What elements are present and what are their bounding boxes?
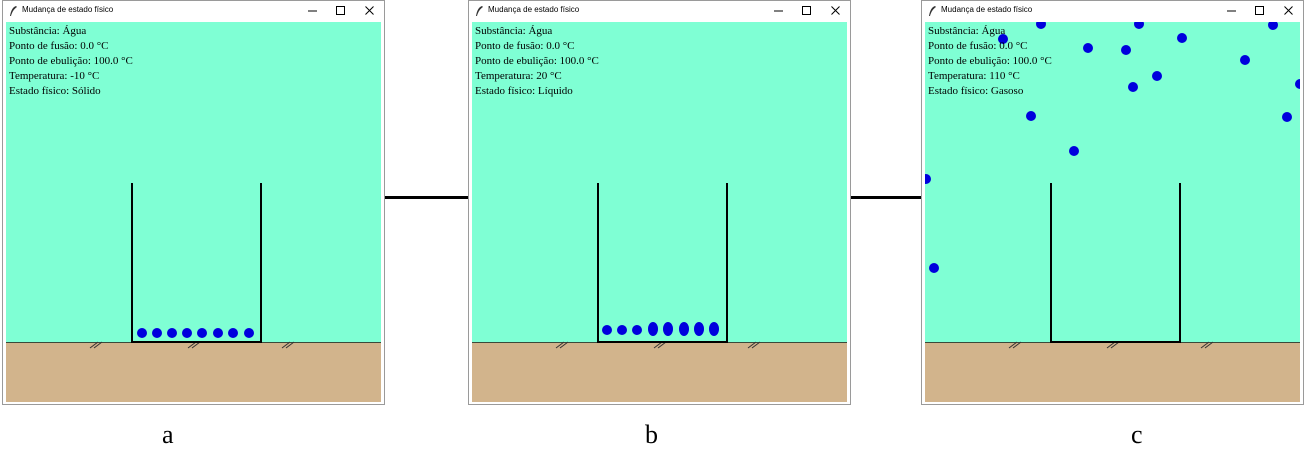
window-title: Mudança de estado físico [488,5,580,14]
window-solid: Mudança de estado físico [2,0,385,405]
close-button[interactable] [356,3,384,19]
ground [925,342,1300,402]
substance-text: Substância: Água [928,25,1006,37]
particle [213,328,223,338]
particle [152,328,162,338]
state-text: Estado físico: Líquido [475,85,573,97]
beaker [597,183,728,343]
scene-drawing [89,183,295,349]
simulation-canvas: Substância: Água Ponto de fusão: 0.0 °C … [472,22,847,402]
particle [137,328,147,338]
simulation-canvas: Substância: Água Ponto de fusão: 0.0 °C … [925,22,1300,402]
particles [602,322,719,336]
caption-c: c [1131,420,1143,449]
title-bar[interactable]: Mudança de estado físico [3,1,384,22]
particle [1083,43,1093,53]
particle [1134,22,1144,29]
connector-line-ab [385,196,469,199]
particle [1121,45,1131,55]
particle [1152,71,1162,81]
maximize-icon [1255,6,1264,15]
minimize-button[interactable] [1218,3,1246,19]
substance-text: Substância: Água [475,25,553,37]
boiling-point-text: Ponto de ebulição: 100.0 °C [475,55,599,67]
melting-point-text: Ponto de fusão: 0.0 °C [475,40,575,52]
minimize-icon [1227,10,1236,12]
particle [1268,22,1278,30]
maximize-button[interactable] [1246,3,1274,19]
particle [709,322,719,336]
particle [244,328,254,338]
particle [1177,33,1187,43]
caption-b: b [645,420,658,449]
particle [1128,82,1138,92]
feather-icon [10,6,17,16]
maximize-icon [802,6,811,15]
title-bar[interactable]: Mudança de estado físico [922,1,1303,22]
ground-hatch-marks [89,341,295,349]
particle [1026,111,1036,121]
particles [137,328,254,338]
caption-a: a [162,420,174,449]
minimize-button[interactable] [299,3,327,19]
particle [228,328,238,338]
info-panel: Substância: Água Ponto de fusão: 0.0 °C … [928,24,1052,99]
simulation-canvas: Substância: Água Ponto de fusão: 0.0 °C … [6,22,381,402]
particle [648,322,658,336]
particle [694,322,704,336]
particle [167,328,177,338]
particle [929,263,939,273]
particle [182,328,192,338]
temperature-text: Temperatura: 110 °C [928,70,1020,82]
melting-point-text: Ponto de fusão: 0.0 °C [928,40,1028,52]
particle [1295,79,1300,89]
scene-drawing [555,183,761,349]
melting-point-text: Ponto de fusão: 0.0 °C [9,40,109,52]
particle [602,325,612,335]
minimize-icon [774,10,783,12]
particle [632,325,642,335]
window-gas: Mudança de estado físico [921,0,1304,405]
state-text: Estado físico: Gasoso [928,85,1024,97]
connector-line-bc [851,196,923,199]
beaker [131,183,262,343]
title-bar[interactable]: Mudança de estado físico [469,1,850,22]
close-icon [1284,6,1293,15]
temperature-text: Temperatura: 20 °C [475,70,562,82]
maximize-icon [336,6,345,15]
temperature-text: Temperatura: -10 °C [9,70,100,82]
particle [1036,22,1046,29]
close-icon [365,6,374,15]
particle [925,174,931,184]
scene-drawing [925,22,1300,349]
close-icon [831,6,840,15]
particle [1282,112,1292,122]
particle [663,322,673,336]
window-liquid: Mudança de estado físico [468,0,851,405]
particle [998,34,1008,44]
maximize-button[interactable] [793,3,821,19]
particle [679,322,689,336]
particle [197,328,207,338]
particle [1240,55,1250,65]
particle [1069,146,1079,156]
feather-icon [476,6,483,16]
window-title: Mudança de estado físico [22,5,114,14]
feather-icon [929,6,936,16]
close-button[interactable] [822,3,850,19]
boiling-point-text: Ponto de ebulição: 100.0 °C [928,55,1052,67]
minimize-icon [308,10,317,12]
maximize-button[interactable] [327,3,355,19]
info-panel: Substância: Água Ponto de fusão: 0.0 °C … [9,24,133,99]
particle [617,325,627,335]
info-panel: Substância: Água Ponto de fusão: 0.0 °C … [475,24,599,99]
state-text: Estado físico: Sólido [9,85,101,97]
particles [925,22,1300,273]
boiling-point-text: Ponto de ebulição: 100.0 °C [9,55,133,67]
window-title: Mudança de estado físico [941,5,1033,14]
beaker [1050,183,1181,343]
substance-text: Substância: Água [9,25,87,37]
close-button[interactable] [1275,3,1303,19]
minimize-button[interactable] [765,3,793,19]
